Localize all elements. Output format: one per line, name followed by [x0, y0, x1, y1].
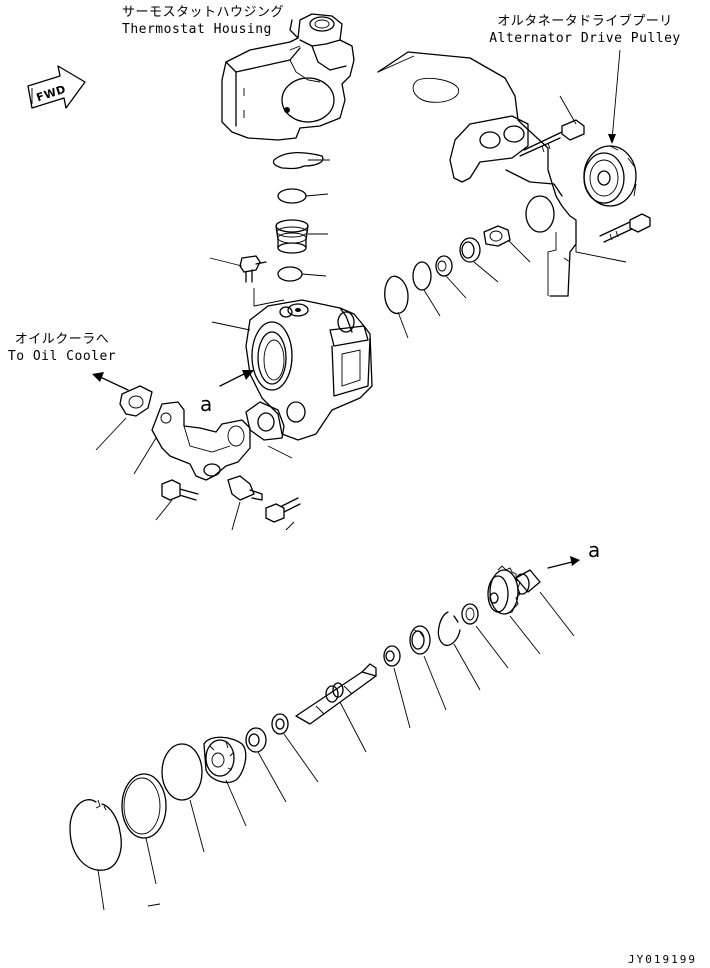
alternator-pulley-label-en: Alternator Drive Pulley: [489, 31, 681, 46]
upper-washer: [435, 255, 453, 277]
to-oil-cooler-arrow: [92, 372, 129, 391]
alternator-pulley-label-jp: オルタネータドライブプーリ: [497, 14, 673, 29]
water-pump-housing: [245, 299, 373, 441]
thermostat-seal: [277, 266, 303, 282]
ref-a-lower-label: a: [588, 538, 601, 562]
front-cover: [377, 51, 577, 297]
leader-lines: [95, 45, 627, 911]
alternator-drive-pulley: [583, 145, 637, 207]
impeller-o-ring: [161, 743, 203, 801]
pump-drive-gear: [487, 565, 521, 615]
pump-shaft: [295, 663, 377, 725]
pipe-bolt-right: [265, 497, 301, 523]
thermostat-housing-label-en: Thermostat Housing: [122, 22, 272, 37]
oil-cooler-label-en: To Oil Cooler: [7, 349, 117, 364]
upper-o-ring: [412, 261, 432, 291]
ref-a-upper-arrow: [219, 370, 254, 387]
thermostat: [275, 219, 309, 254]
mechanical-seal: [245, 727, 267, 753]
thermostat-housing: [221, 13, 355, 141]
cover-ring: [121, 773, 167, 839]
temperature-sensor: [239, 255, 285, 307]
drawing-code: JY019199: [628, 953, 697, 966]
upper-snap-ring: [384, 275, 409, 315]
pipe-bolt-left: [161, 479, 199, 501]
retaining-snap-ring: [69, 799, 122, 871]
gear-circlip: [437, 611, 461, 646]
impeller: [203, 736, 247, 784]
oil-cooler-label-jp: オイルクーラへ: [14, 332, 110, 347]
gear-collar: [461, 603, 479, 625]
outlet-gasket: [245, 401, 285, 441]
pulley-bolt-lower: [599, 213, 651, 243]
water-outlet-pipe: [151, 401, 251, 481]
thermostat-housing-label-jp: サーモスタットハウジング: [122, 5, 285, 20]
thermostat-o-ring: [277, 188, 307, 204]
pulley-bolt-upper: [519, 119, 585, 157]
thermostat-gasket: [272, 152, 324, 170]
lower-bearing-2: [383, 645, 401, 667]
fwd-arrow: [27, 65, 86, 109]
ref-a-lower-arrow: [547, 556, 580, 569]
upper-bearing: [459, 237, 481, 263]
impeller-nut: [271, 713, 289, 735]
pipe-bolt-center: [227, 475, 263, 501]
pulley-hub: [483, 225, 511, 247]
oil-cooler-gasket: [119, 385, 153, 417]
lower-bearing-1: [409, 625, 431, 655]
ref-a-upper-label: a: [200, 392, 213, 416]
